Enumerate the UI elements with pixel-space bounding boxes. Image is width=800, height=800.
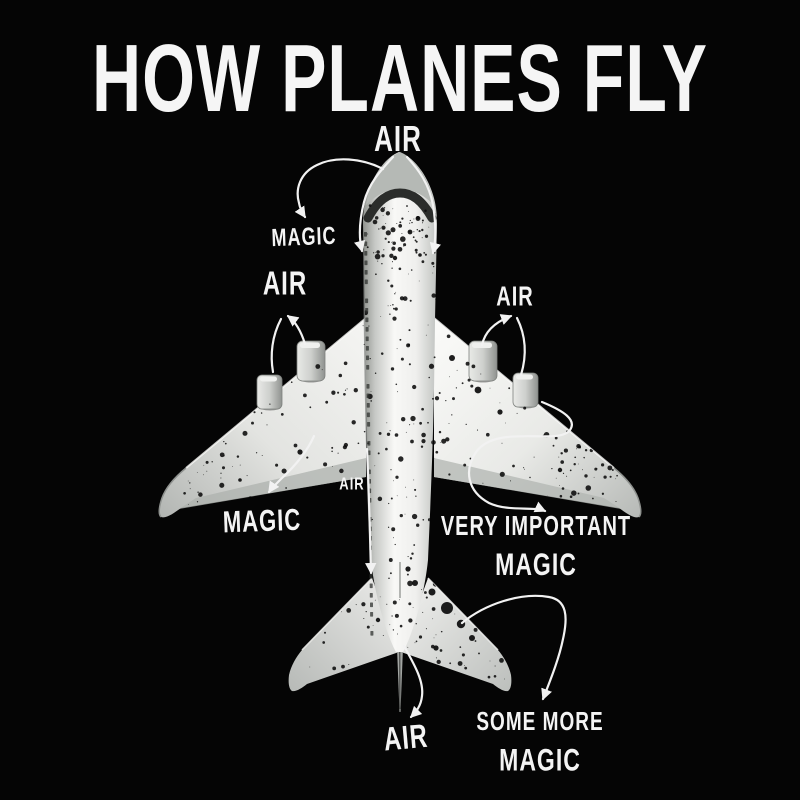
arrow-air-right-outer bbox=[515, 316, 526, 377]
speckle-texture bbox=[183, 204, 618, 685]
arrow-air-left-outer bbox=[270, 317, 283, 374]
label-air-left: AIR bbox=[262, 265, 308, 303]
label-air-top: AIR bbox=[374, 117, 422, 160]
arrow-air-right-inner bbox=[480, 314, 513, 347]
right-outer-engine bbox=[512, 372, 539, 409]
page-title: HOW PLANES FLY bbox=[92, 25, 708, 132]
arrow-magic-left bbox=[267, 434, 316, 494]
label-very-important-magic: VERY IMPORTANT MAGIC bbox=[441, 510, 631, 584]
right-wing bbox=[433, 317, 642, 518]
left-wing bbox=[158, 317, 367, 518]
arrow-very-important-magic bbox=[468, 400, 573, 513]
arrow-airflow-fuselage bbox=[365, 447, 377, 575]
label-very-important-magic-line1: VERY IMPORTANT bbox=[440, 511, 632, 542]
label-air-bottom: AIR bbox=[382, 717, 430, 759]
right-stabilizer bbox=[401, 577, 512, 692]
cockpit-windshield bbox=[363, 188, 437, 223]
left-outer-engine bbox=[256, 374, 283, 411]
label-very-important-magic-line2: MAGIC bbox=[495, 545, 577, 582]
nose-cone bbox=[366, 152, 434, 205]
right-inner-engine bbox=[468, 340, 498, 383]
label-some-more-magic-line2: MAGIC bbox=[499, 740, 581, 777]
arrow-magic-top bbox=[294, 158, 385, 219]
label-air-right: AIR bbox=[496, 282, 534, 313]
label-magic-left: MAGIC bbox=[222, 502, 302, 540]
label-magic-top: MAGIC bbox=[271, 221, 337, 252]
label-some-more-magic: SOME MORE MAGIC bbox=[476, 707, 603, 779]
arrow-airflow-nose-right bbox=[405, 155, 441, 255]
left-inner-engine bbox=[296, 340, 326, 383]
annotation-arrows bbox=[267, 155, 573, 719]
arrow-air-bottom bbox=[402, 644, 424, 719]
arrow-air-left-inner bbox=[286, 314, 307, 346]
label-air-center: AIR bbox=[339, 472, 365, 494]
label-some-more-magic-line1: SOME MORE bbox=[476, 708, 604, 738]
arrow-some-more-magic bbox=[460, 594, 567, 701]
